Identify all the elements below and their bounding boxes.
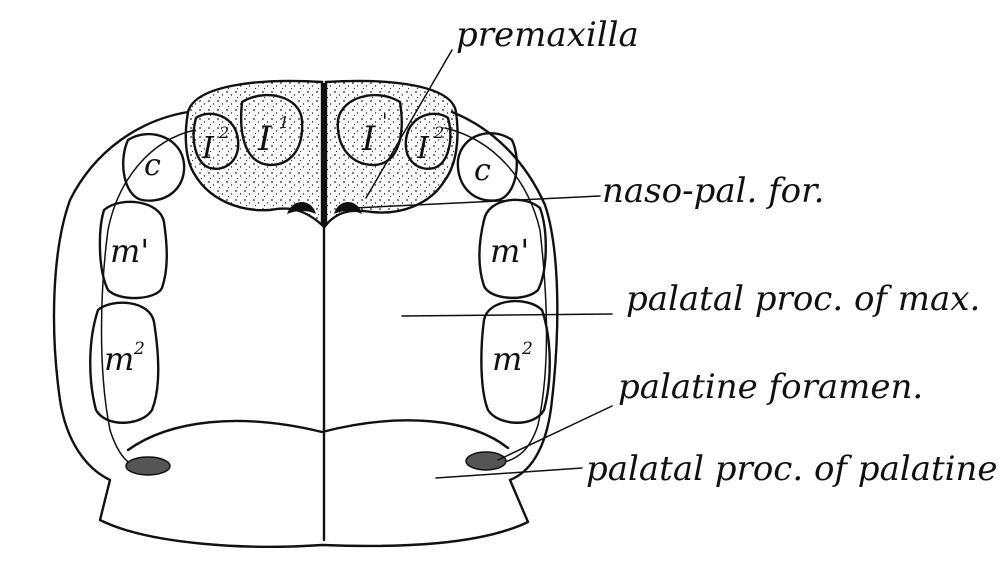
tooth-label-m1-left: m' — [110, 232, 149, 270]
premaxilla-left — [184, 79, 324, 228]
incisor-1-right-socket — [336, 93, 403, 167]
label-palatal-proc-max: palatal proc. of max. — [626, 279, 980, 319]
label-palatine-foramen: palatine foramen. — [618, 367, 923, 407]
incisor-1-left-socket — [240, 93, 304, 167]
molar-2-right-socket — [480, 299, 551, 424]
tooth-label-m2-right-sup: 2 — [521, 339, 533, 359]
incisor-2-left-socket — [192, 112, 240, 170]
canine-left-socket — [121, 132, 186, 202]
molar-2-left-socket — [89, 301, 160, 424]
tooth-label-i2-right: I — [416, 131, 430, 166]
left-alveolar-inner — [100, 129, 196, 469]
tooth-label-m2-left-sup: 2 — [133, 339, 145, 359]
naso-pal-foramen-left — [287, 202, 316, 214]
label-palatal-proc-palatine: palatal proc. of palatine — [586, 449, 998, 489]
leader-palatal-max — [401, 313, 613, 317]
tooth-label-m2-right: m — [492, 340, 522, 378]
tooth-label-i1-left: I — [257, 119, 272, 159]
palatine-border — [126, 419, 510, 452]
right-alveolar-inner — [444, 127, 548, 463]
leader-premaxilla — [365, 49, 453, 199]
tooth-label-i2-left: I — [201, 131, 215, 166]
tooth-label-i2-left-sup: 2 — [218, 123, 229, 142]
naso-pal-foramen-right — [334, 202, 362, 214]
palatine-foramen-right — [465, 451, 507, 471]
tooth-label-c-left: c — [144, 148, 161, 183]
tooth-label-i2-right-sup: 2 — [433, 123, 444, 142]
palate-outline — [52, 110, 559, 548]
tooth-label-i1-left-sup: 1 — [279, 113, 289, 132]
molar-1-right-socket — [478, 198, 547, 300]
label-naso-pal-for: naso-pal. for. — [602, 171, 824, 211]
leader-naso-pal — [353, 195, 601, 209]
tooth-label-m2-left: m — [104, 340, 134, 378]
molar-1-left-socket — [98, 200, 168, 300]
palatine-foramen-left — [125, 456, 171, 476]
leader-palatal-palatine — [435, 467, 583, 479]
label-premaxilla: premaxilla — [456, 15, 639, 55]
tooth-label-m1-right: m' — [490, 232, 529, 270]
incisor-2-right-socket — [404, 112, 452, 170]
canine-right-socket — [456, 132, 519, 202]
tooth-label-i1-right: I — [361, 119, 376, 159]
tooth-label-i1-right-sup: ' — [382, 109, 388, 133]
leader-palatine-foramen — [497, 405, 613, 461]
tooth-label-c-right: c — [474, 153, 491, 188]
